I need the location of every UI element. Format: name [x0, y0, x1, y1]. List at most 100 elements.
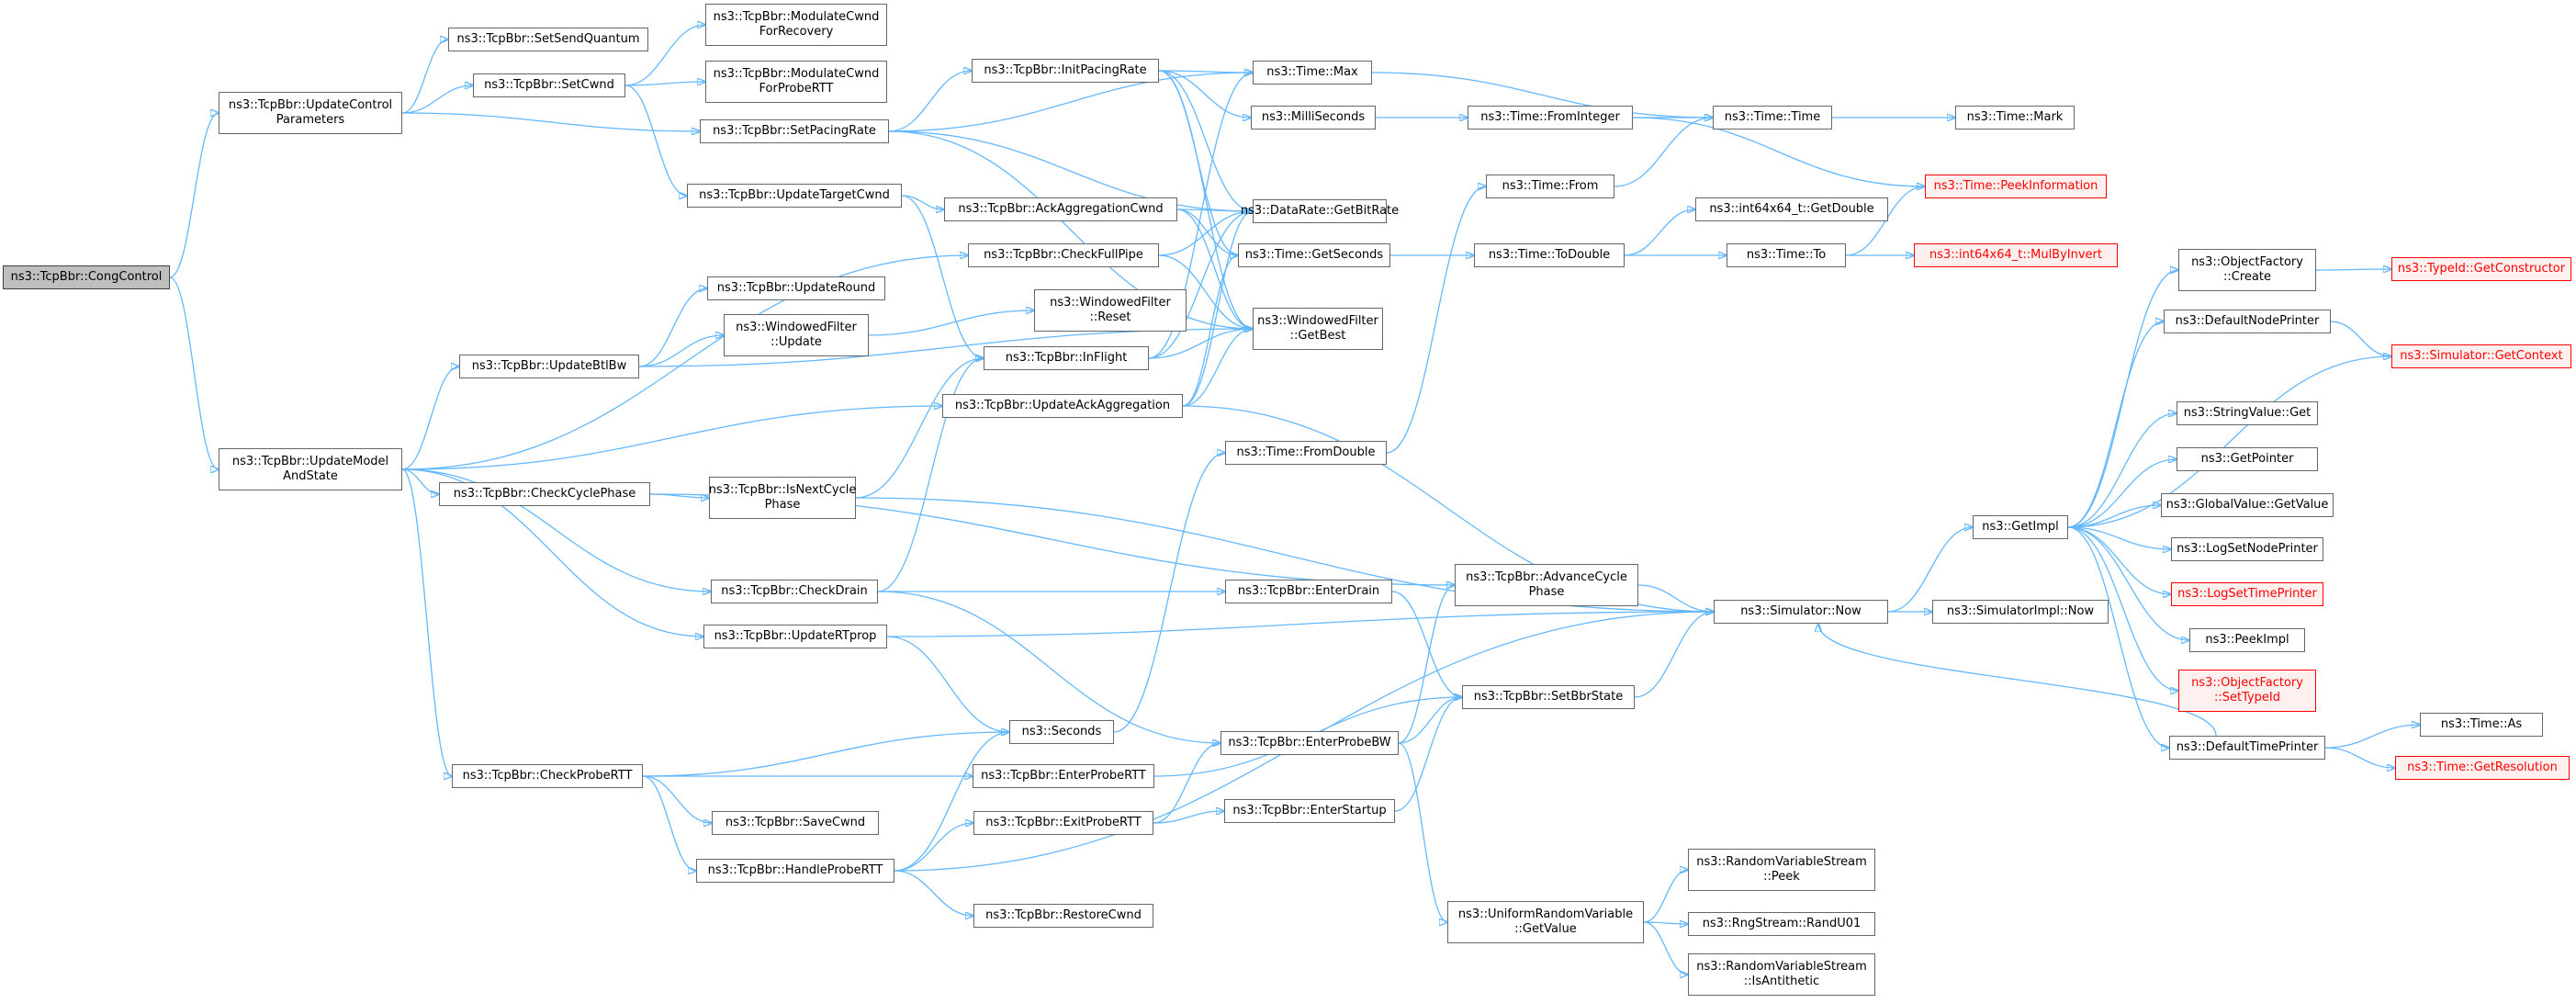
node-from-double[interactable]: ns3::Time::FromDouble [1225, 441, 1387, 465]
edge-advance-cycle-phase-to-sim-now [1637, 584, 1714, 612]
edge-urv-get-value-to-rand-u01 [1643, 922, 1688, 924]
node-get-constructor[interactable]: ns3::TypeId::GetConstructor [2391, 257, 2571, 281]
edge-urv-get-value-to-rvs-peek [1643, 870, 1688, 923]
node-rvs-peek[interactable]: ns3::RandomVariableStream ::Peek [1688, 849, 1875, 891]
node-ack-aggregation-cwnd[interactable]: ns3::TcpBbr::AckAggregationCwnd [944, 197, 1177, 221]
edge-get-impl-to-get-pointer [2067, 459, 2177, 528]
node-global-value-get-value[interactable]: ns3::GlobalValue::GetValue [2161, 493, 2334, 517]
node-update-round[interactable]: ns3::TcpBbr::UpdateRound [707, 276, 885, 300]
node-sim-now[interactable]: ns3::Simulator::Now [1714, 600, 1888, 624]
node-update-model-and-state[interactable]: ns3::TcpBbr::UpdateModel AndState [219, 448, 402, 490]
node-of-create[interactable]: ns3::ObjectFactory ::Create [2178, 249, 2316, 291]
node-advance-cycle-phase[interactable]: ns3::TcpBbr::AdvanceCycle Phase [1455, 564, 1638, 606]
node-check-full-pipe[interactable]: ns3::TcpBbr::CheckFullPipe [968, 243, 1159, 267]
node-in-flight[interactable]: ns3::TcpBbr::InFlight [984, 346, 1149, 370]
edge-ack-aggregation-cwnd-to-wf-get-best [1176, 208, 1253, 329]
edge-to-double-to-i64-get-double [1624, 209, 1695, 256]
node-update-r-tprop[interactable]: ns3::TcpBbr::UpdateRTprop [703, 625, 887, 648]
node-modulate-cwnd-for-probe-rtt[interactable]: ns3::TcpBbr::ModulateCwnd ForProbeRTT [705, 61, 887, 103]
node-update-ack-aggregation[interactable]: ns3::TcpBbr::UpdateAckAggregation [942, 394, 1183, 418]
node-check-cycle-phase[interactable]: ns3::TcpBbr::CheckCyclePhase [439, 482, 650, 506]
node-save-cwnd[interactable]: ns3::TcpBbr::SaveCwnd [712, 811, 879, 835]
edge-handle-probe-rtt-to-exit-probe-rtt [894, 823, 973, 872]
edge-update-model-and-state-to-check-cycle-phase [401, 468, 439, 494]
node-modulate-cwnd-for-recovery[interactable]: ns3::TcpBbr::ModulateCwnd ForRecovery [705, 4, 887, 46]
edge-handle-probe-rtt-to-restore-cwnd [894, 870, 973, 916]
node-set-send-quantum[interactable]: ns3::TcpBbr::SetSendQuantum [448, 28, 648, 51]
node-of-set-type-id[interactable]: ns3::ObjectFactory ::SetTypeId [2178, 670, 2316, 712]
node-urv-get-value[interactable]: ns3::UniformRandomVariable ::GetValue [1447, 901, 1644, 943]
node-time-from[interactable]: ns3::Time::From [1486, 175, 1614, 198]
edge-exit-probe-rtt-to-enter-startup [1153, 811, 1224, 824]
node-enter-drain[interactable]: ns3::TcpBbr::EnterDrain [1225, 580, 1392, 603]
node-time-max[interactable]: ns3::Time::Max [1253, 61, 1372, 85]
edge-update-r-tprop-to-seconds [886, 636, 1009, 732]
node-get-pointer[interactable]: ns3::GetPointer [2177, 447, 2318, 471]
node-mul-by-invert[interactable]: ns3::int64x64_t::MulByInvert [1914, 243, 2118, 267]
edge-set-pacing-rate-to-time-max [888, 73, 1253, 132]
node-time-to[interactable]: ns3::Time::To [1727, 243, 1846, 267]
node-update-target-cwnd[interactable]: ns3::TcpBbr::UpdateTargetCwnd [687, 184, 902, 208]
node-time-as[interactable]: ns3::Time::As [2420, 713, 2543, 737]
node-i64-get-double[interactable]: ns3::int64x64_t::GetDouble [1695, 197, 1888, 221]
edge-of-create-to-get-constructor [2315, 269, 2391, 270]
node-rand-u01[interactable]: ns3::RngStream::RandU01 [1688, 912, 1875, 936]
edge-init-pacing-rate-to-time-max [1158, 71, 1253, 73]
node-log-set-time-printer[interactable]: ns3::LogSetTimePrinter [2171, 582, 2323, 606]
edge-check-probe-rtt-to-seconds [642, 732, 1009, 777]
node-wf-update[interactable]: ns3::WindowedFilter ::Update [724, 314, 869, 356]
edge-init-pacing-rate-to-milli-seconds [1158, 70, 1251, 118]
node-cong-control: ns3::TcpBbr::CongControl [3, 265, 170, 289]
node-sim-impl-now[interactable]: ns3::SimulatorImpl::Now [1932, 600, 2109, 624]
node-default-node-printer[interactable]: ns3::DefaultNodePrinter [2164, 310, 2331, 333]
node-milli-seconds[interactable]: ns3::MilliSeconds [1251, 106, 1376, 130]
node-time-mark[interactable]: ns3::Time::Mark [1955, 106, 2075, 130]
node-wf-get-best[interactable]: ns3::WindowedFilter ::GetBest [1253, 308, 1383, 350]
node-get-context[interactable]: ns3::Simulator::GetContext [2391, 344, 2571, 368]
edge-update-control-parameters-to-set-send-quantum [401, 39, 448, 114]
node-get-impl[interactable]: ns3::GetImpl [1973, 515, 2068, 539]
node-peek-information[interactable]: ns3::Time::PeekInformation [1925, 175, 2107, 198]
node-wf-reset[interactable]: ns3::WindowedFilter ::Reset [1034, 289, 1187, 332]
edge-exit-probe-rtt-to-enter-probe-bw [1153, 743, 1221, 824]
node-update-btl-bw[interactable]: ns3::TcpBbr::UpdateBtlBw [459, 355, 639, 378]
node-update-control-parameters[interactable]: ns3::TcpBbr::UpdateControl Parameters [219, 92, 402, 134]
node-get-resolution[interactable]: ns3::Time::GetResolution [2395, 756, 2570, 780]
node-default-time-printer[interactable]: ns3::DefaultTimePrinter [2169, 736, 2325, 760]
edge-set-cwnd-to-modulate-cwnd-for-probe-rtt [624, 82, 705, 86]
node-init-pacing-rate[interactable]: ns3::TcpBbr::InitPacingRate [972, 59, 1159, 83]
edge-get-impl-to-get-context [2067, 356, 2391, 528]
edge-update-model-and-state-to-update-btl-bw [401, 366, 459, 470]
edge-enter-probe-bw-to-advance-cycle-phase [1398, 585, 1455, 744]
node-set-bbr-state[interactable]: ns3::TcpBbr::SetBbrState [1462, 685, 1635, 709]
edge-enter-probe-bw-to-urv-get-value [1398, 742, 1447, 922]
edge-update-model-and-state-to-update-r-tprop [401, 468, 703, 637]
node-handle-probe-rtt[interactable]: ns3::TcpBbr::HandleProbeRTT [696, 859, 894, 883]
node-time-get-seconds[interactable]: ns3::Time::GetSeconds [1238, 243, 1390, 267]
node-enter-probe-bw[interactable]: ns3::TcpBbr::EnterProbeBW [1221, 731, 1399, 755]
node-is-antithetic[interactable]: ns3::RandomVariableStream ::IsAntithetic [1688, 953, 1875, 996]
node-get-bit-rate[interactable]: ns3::DataRate::GetBitRate [1241, 199, 1399, 223]
node-set-cwnd[interactable]: ns3::TcpBbr::SetCwnd [473, 73, 625, 97]
node-exit-probe-rtt[interactable]: ns3::TcpBbr::ExitProbeRTT [973, 811, 1153, 835]
node-string-value-get[interactable]: ns3::StringValue::Get [2177, 401, 2318, 425]
node-enter-probe-rtt[interactable]: ns3::TcpBbr::EnterProbeRTT [973, 764, 1154, 788]
node-log-set-node-printer[interactable]: ns3::LogSetNodePrinter [2171, 537, 2323, 561]
edge-ack-aggregation-cwnd-to-get-bit-rate [1176, 209, 1253, 211]
node-restore-cwnd[interactable]: ns3::TcpBbr::RestoreCwnd [973, 904, 1153, 928]
node-time-time[interactable]: ns3::Time::Time [1713, 106, 1832, 130]
edge-wf-update-to-wf-reset [868, 310, 1034, 336]
node-from-integer[interactable]: ns3::Time::FromInteger [1468, 106, 1633, 130]
edge-update-model-and-state-to-check-full-pipe [401, 255, 968, 470]
node-seconds[interactable]: ns3::Seconds [1009, 720, 1114, 744]
node-to-double[interactable]: ns3::Time::ToDouble [1474, 243, 1625, 267]
node-check-probe-rtt[interactable]: ns3::TcpBbr::CheckProbeRTT [452, 764, 643, 788]
edge-set-cwnd-to-modulate-cwnd-for-recovery [624, 25, 705, 86]
edge-get-impl-to-log-set-node-printer [2067, 526, 2171, 549]
node-peek-impl[interactable]: ns3::PeekImpl [2189, 628, 2305, 652]
edge-in-flight-to-wf-get-best [1148, 329, 1253, 359]
node-set-pacing-rate[interactable]: ns3::TcpBbr::SetPacingRate [700, 119, 889, 143]
node-is-next-cycle-phase[interactable]: ns3::TcpBbr::IsNextCycle Phase [709, 477, 856, 519]
node-enter-startup[interactable]: ns3::TcpBbr::EnterStartup [1224, 799, 1395, 823]
node-check-drain[interactable]: ns3::TcpBbr::CheckDrain [711, 580, 878, 603]
